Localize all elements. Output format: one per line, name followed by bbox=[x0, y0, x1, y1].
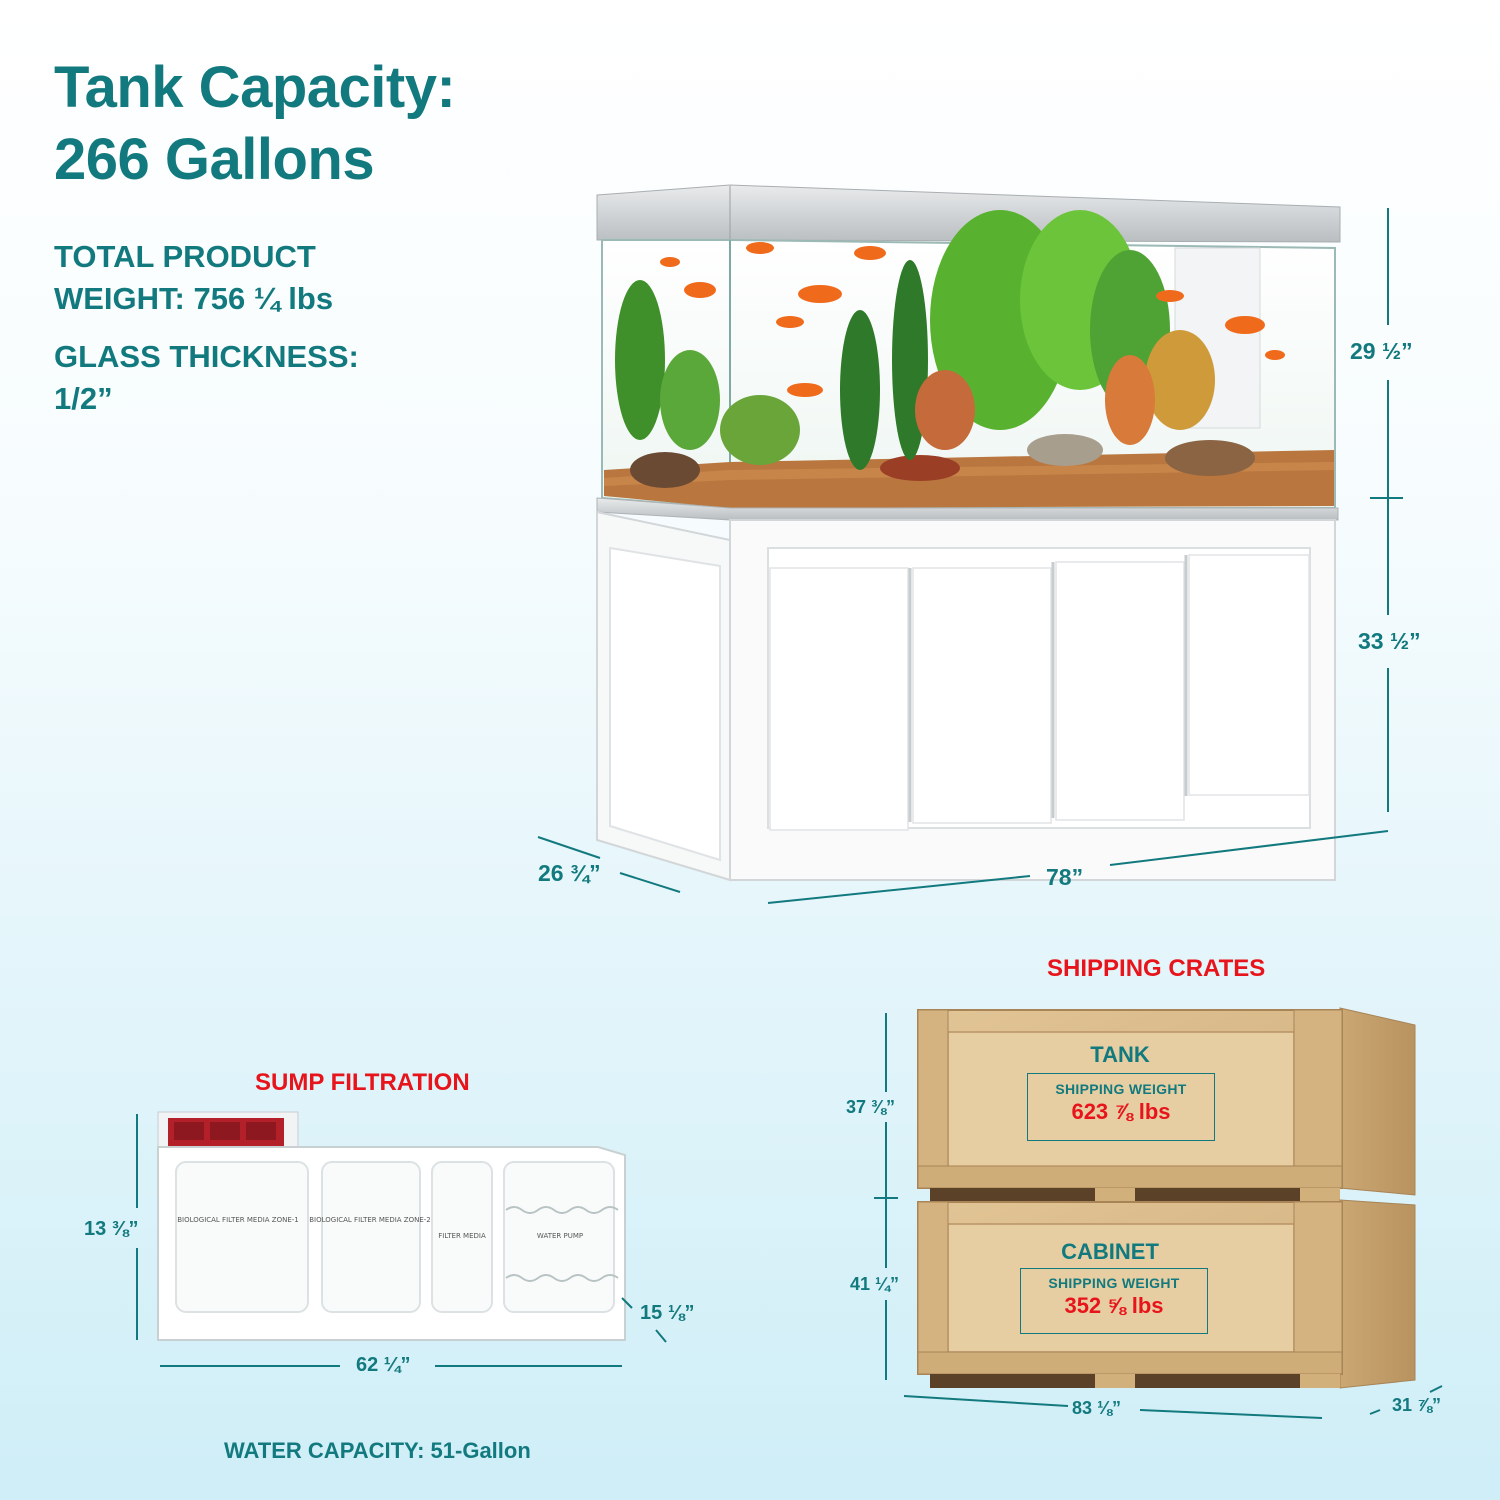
cabinet-crate-height-label: 41 ¼” bbox=[850, 1274, 900, 1294]
page-title: Tank Capacity: 266 Gallons bbox=[54, 52, 456, 196]
crate-depth-label: 31 ⅞” bbox=[1392, 1395, 1442, 1415]
aquarium-dimension-lines bbox=[537, 208, 1403, 904]
sump-illustration: BIOLOGICAL FILTER MEDIA ZONE-1 BIOLOGICA… bbox=[157, 1111, 626, 1341]
sump-zone-label-4: WATER PUMP bbox=[537, 1232, 583, 1240]
weight-spec-line2: WEIGHT: 756 ¼ lbs bbox=[54, 281, 334, 316]
sump-dimension-lines bbox=[136, 1114, 667, 1367]
sump-zone-label-2: BIOLOGICAL FILTER MEDIA ZONE-2 bbox=[309, 1216, 431, 1224]
page-title-line2: 266 Gallons bbox=[54, 127, 375, 192]
cabinet-crate-weight-box: SHIPPING WEIGHT 352 ⅝ lbs bbox=[1020, 1268, 1208, 1334]
sump-width-label: 62 ¼” bbox=[356, 1354, 411, 1376]
glass-spec: GLASS THICKNESS: 1/2” bbox=[54, 336, 359, 420]
weight-spec-line1: TOTAL PRODUCT bbox=[54, 239, 316, 274]
aquarium-illustration bbox=[596, 184, 1341, 882]
cabinet-crate-weight-label: SHIPPING WEIGHT bbox=[1048, 1275, 1180, 1291]
cabinet-crate-title: CABINET bbox=[1061, 1239, 1159, 1264]
sump-height-label: 13 ⅜” bbox=[84, 1218, 139, 1240]
width-label: 78” bbox=[1046, 864, 1084, 890]
crate-illustration bbox=[917, 1007, 1416, 1389]
page-title-line1: Tank Capacity: bbox=[54, 55, 456, 120]
tank-crate-weight: 623 ⅞ lbs bbox=[1071, 1099, 1171, 1124]
sump-zone-label-1: BIOLOGICAL FILTER MEDIA ZONE-1 bbox=[177, 1216, 299, 1224]
glass-spec-line2: 1/2” bbox=[54, 381, 113, 416]
cabinet-height-label: 33 ½” bbox=[1358, 628, 1421, 654]
tank-height-label: 29 ½” bbox=[1350, 338, 1413, 364]
tank-crate-weight-box: SHIPPING WEIGHT 623 ⅞ lbs bbox=[1027, 1073, 1215, 1141]
sump-zone-label-3: FILTER MEDIA bbox=[438, 1232, 486, 1240]
tank-crate-weight-label: SHIPPING WEIGHT bbox=[1055, 1081, 1187, 1097]
tank-crate-title: TANK bbox=[1090, 1042, 1150, 1067]
depth-label: 26 ¾” bbox=[538, 860, 601, 886]
glass-spec-line1: GLASS THICKNESS: bbox=[54, 339, 359, 374]
sump-depth-label: 15 ⅛” bbox=[640, 1302, 695, 1324]
weight-spec: TOTAL PRODUCT WEIGHT: 756 ¼ lbs bbox=[54, 236, 333, 320]
crate-dimension-lines bbox=[874, 1013, 1443, 1419]
sump-capacity: WATER CAPACITY: 51-Gallon bbox=[224, 1438, 531, 1463]
sump-heading: SUMP FILTRATION bbox=[255, 1069, 470, 1096]
tank-crate-height-label: 37 ⅜” bbox=[846, 1097, 896, 1117]
cabinet-crate-weight: 352 ⅝ lbs bbox=[1064, 1293, 1164, 1318]
crate-width-label: 83 ⅛” bbox=[1072, 1398, 1122, 1418]
crates-heading: SHIPPING CRATES bbox=[1047, 955, 1266, 982]
